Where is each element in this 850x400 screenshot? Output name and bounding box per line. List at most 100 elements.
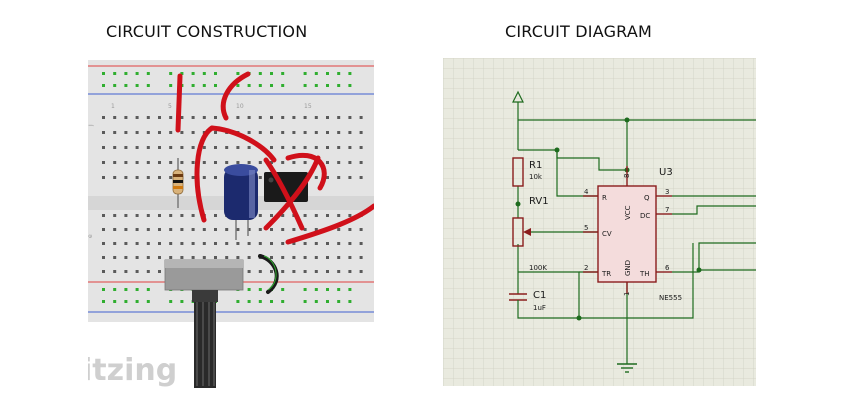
- breadboard-hole: [292, 256, 296, 259]
- breadboard-hole: [180, 72, 184, 75]
- column-number-1: 1: [111, 103, 115, 110]
- breadboard-hole: [270, 300, 273, 303]
- breadboard-hole: [337, 242, 341, 245]
- breadboard-hole: [214, 214, 217, 217]
- breadboard-hole: [158, 131, 161, 134]
- breadboard-hole: [180, 161, 184, 164]
- breadboard-hole: [146, 84, 150, 87]
- breadboard-hole: [303, 256, 307, 259]
- breadboard-hole: [113, 228, 117, 231]
- breadboard-hole: [146, 228, 150, 231]
- schematic-panel: R1 10k RV1 100K C1 1uF U3 NE555 R: [443, 58, 756, 386]
- breadboard-hole: [314, 72, 318, 75]
- breadboard-hole: [202, 242, 206, 245]
- black-wire-highlight: [263, 255, 277, 291]
- breadboard-hole: [326, 116, 329, 119]
- row-letter-j: j: [88, 124, 94, 127]
- breadboard-hole: [158, 242, 161, 245]
- pin-number-3: 3: [665, 188, 669, 196]
- breadboard-hole: [113, 242, 117, 245]
- breadboard-hole: [102, 176, 105, 179]
- breadboard-hole: [258, 288, 262, 291]
- pin-label-q: Q: [644, 194, 650, 202]
- breadboard-panel: j e 1 5 10 15: [82, 60, 377, 388]
- breadboard-hole: [236, 300, 240, 303]
- breadboard-hole: [247, 256, 251, 259]
- breadboard-hole: [214, 84, 217, 87]
- chip-part-label: NE555: [659, 294, 682, 302]
- breadboard-hole: [247, 84, 251, 87]
- breadboard-hole: [214, 146, 217, 149]
- breadboard-hole: [326, 84, 329, 87]
- breadboard-hole: [236, 161, 240, 164]
- breadboard-hole: [258, 176, 262, 179]
- breadboard-hole: [247, 228, 251, 231]
- breadboard-hole: [146, 300, 150, 303]
- breadboard-hole: [348, 84, 352, 87]
- breadboard-hole: [326, 242, 329, 245]
- breadboard-hole: [158, 116, 161, 119]
- breadboard-hole: [337, 288, 341, 291]
- breadboard-hole: [348, 300, 352, 303]
- breadboard-hole: [258, 116, 262, 119]
- breadboard-hole: [146, 242, 150, 245]
- breadboard-hole: [146, 288, 150, 291]
- breadboard-hole: [337, 300, 341, 303]
- breadboard-hole: [337, 131, 341, 134]
- breadboard-hole: [337, 161, 341, 164]
- breadboard-hole: [348, 161, 352, 164]
- breadboard-hole: [348, 176, 352, 179]
- breadboard-hole: [292, 270, 296, 273]
- breadboard-hole: [202, 176, 206, 179]
- breadboard-hole: [236, 256, 240, 259]
- breadboard-hole: [303, 242, 307, 245]
- breadboard-hole: [102, 72, 105, 75]
- breadboard-hole: [180, 228, 184, 231]
- breadboard-hole: [292, 228, 296, 231]
- breadboard-hole: [191, 242, 195, 245]
- breadboard-hole: [270, 116, 273, 119]
- breadboard-hole: [337, 214, 341, 217]
- breadboard-hole: [348, 146, 352, 149]
- breadboard-hole: [191, 131, 195, 134]
- breadboard-hole: [135, 131, 139, 134]
- breadboard-hole: [258, 131, 262, 134]
- breadboard-hole: [146, 214, 150, 217]
- ground-icon: [617, 363, 637, 373]
- pin-label-th: TH: [639, 270, 650, 278]
- breadboard-hole: [326, 288, 329, 291]
- breadboard-hole: [146, 176, 150, 179]
- breadboard-hole: [270, 131, 273, 134]
- breadboard-hole: [124, 176, 128, 179]
- breadboard-hole: [359, 146, 363, 149]
- breadboard-hole: [326, 72, 329, 75]
- resistor-r1: [512, 157, 524, 187]
- chip-ref-label: U3: [659, 167, 673, 178]
- breadboard-hole: [158, 228, 161, 231]
- pin-number-1: 1: [623, 292, 631, 296]
- breadboard-hole: [180, 214, 184, 217]
- breadboard-hole: [303, 288, 307, 291]
- breadboard-hole: [348, 242, 352, 245]
- breadboard-hole: [359, 131, 363, 134]
- breadboard-hole: [348, 116, 352, 119]
- breadboard-hole: [292, 116, 296, 119]
- breadboard-hole: [314, 116, 318, 119]
- breadboard-hole: [169, 116, 173, 119]
- breadboard-hole: [214, 72, 217, 75]
- breadboard-hole: [113, 146, 117, 149]
- breadboard-hole: [303, 84, 307, 87]
- breadboard-hole: [281, 146, 285, 149]
- pin-number-6: 6: [665, 264, 670, 272]
- breadboard-hole: [191, 256, 195, 259]
- breadboard-hole: [124, 214, 128, 217]
- breadboard-hole: [158, 176, 161, 179]
- breadboard-hole: [124, 84, 128, 87]
- breadboard-hole: [102, 84, 105, 87]
- breadboard-hole: [281, 131, 285, 134]
- breadboard-hole: [169, 300, 173, 303]
- breadboard-hole: [326, 300, 329, 303]
- breadboard-hole: [135, 300, 139, 303]
- breadboard-hole: [337, 270, 341, 273]
- hole-grid: [102, 72, 363, 303]
